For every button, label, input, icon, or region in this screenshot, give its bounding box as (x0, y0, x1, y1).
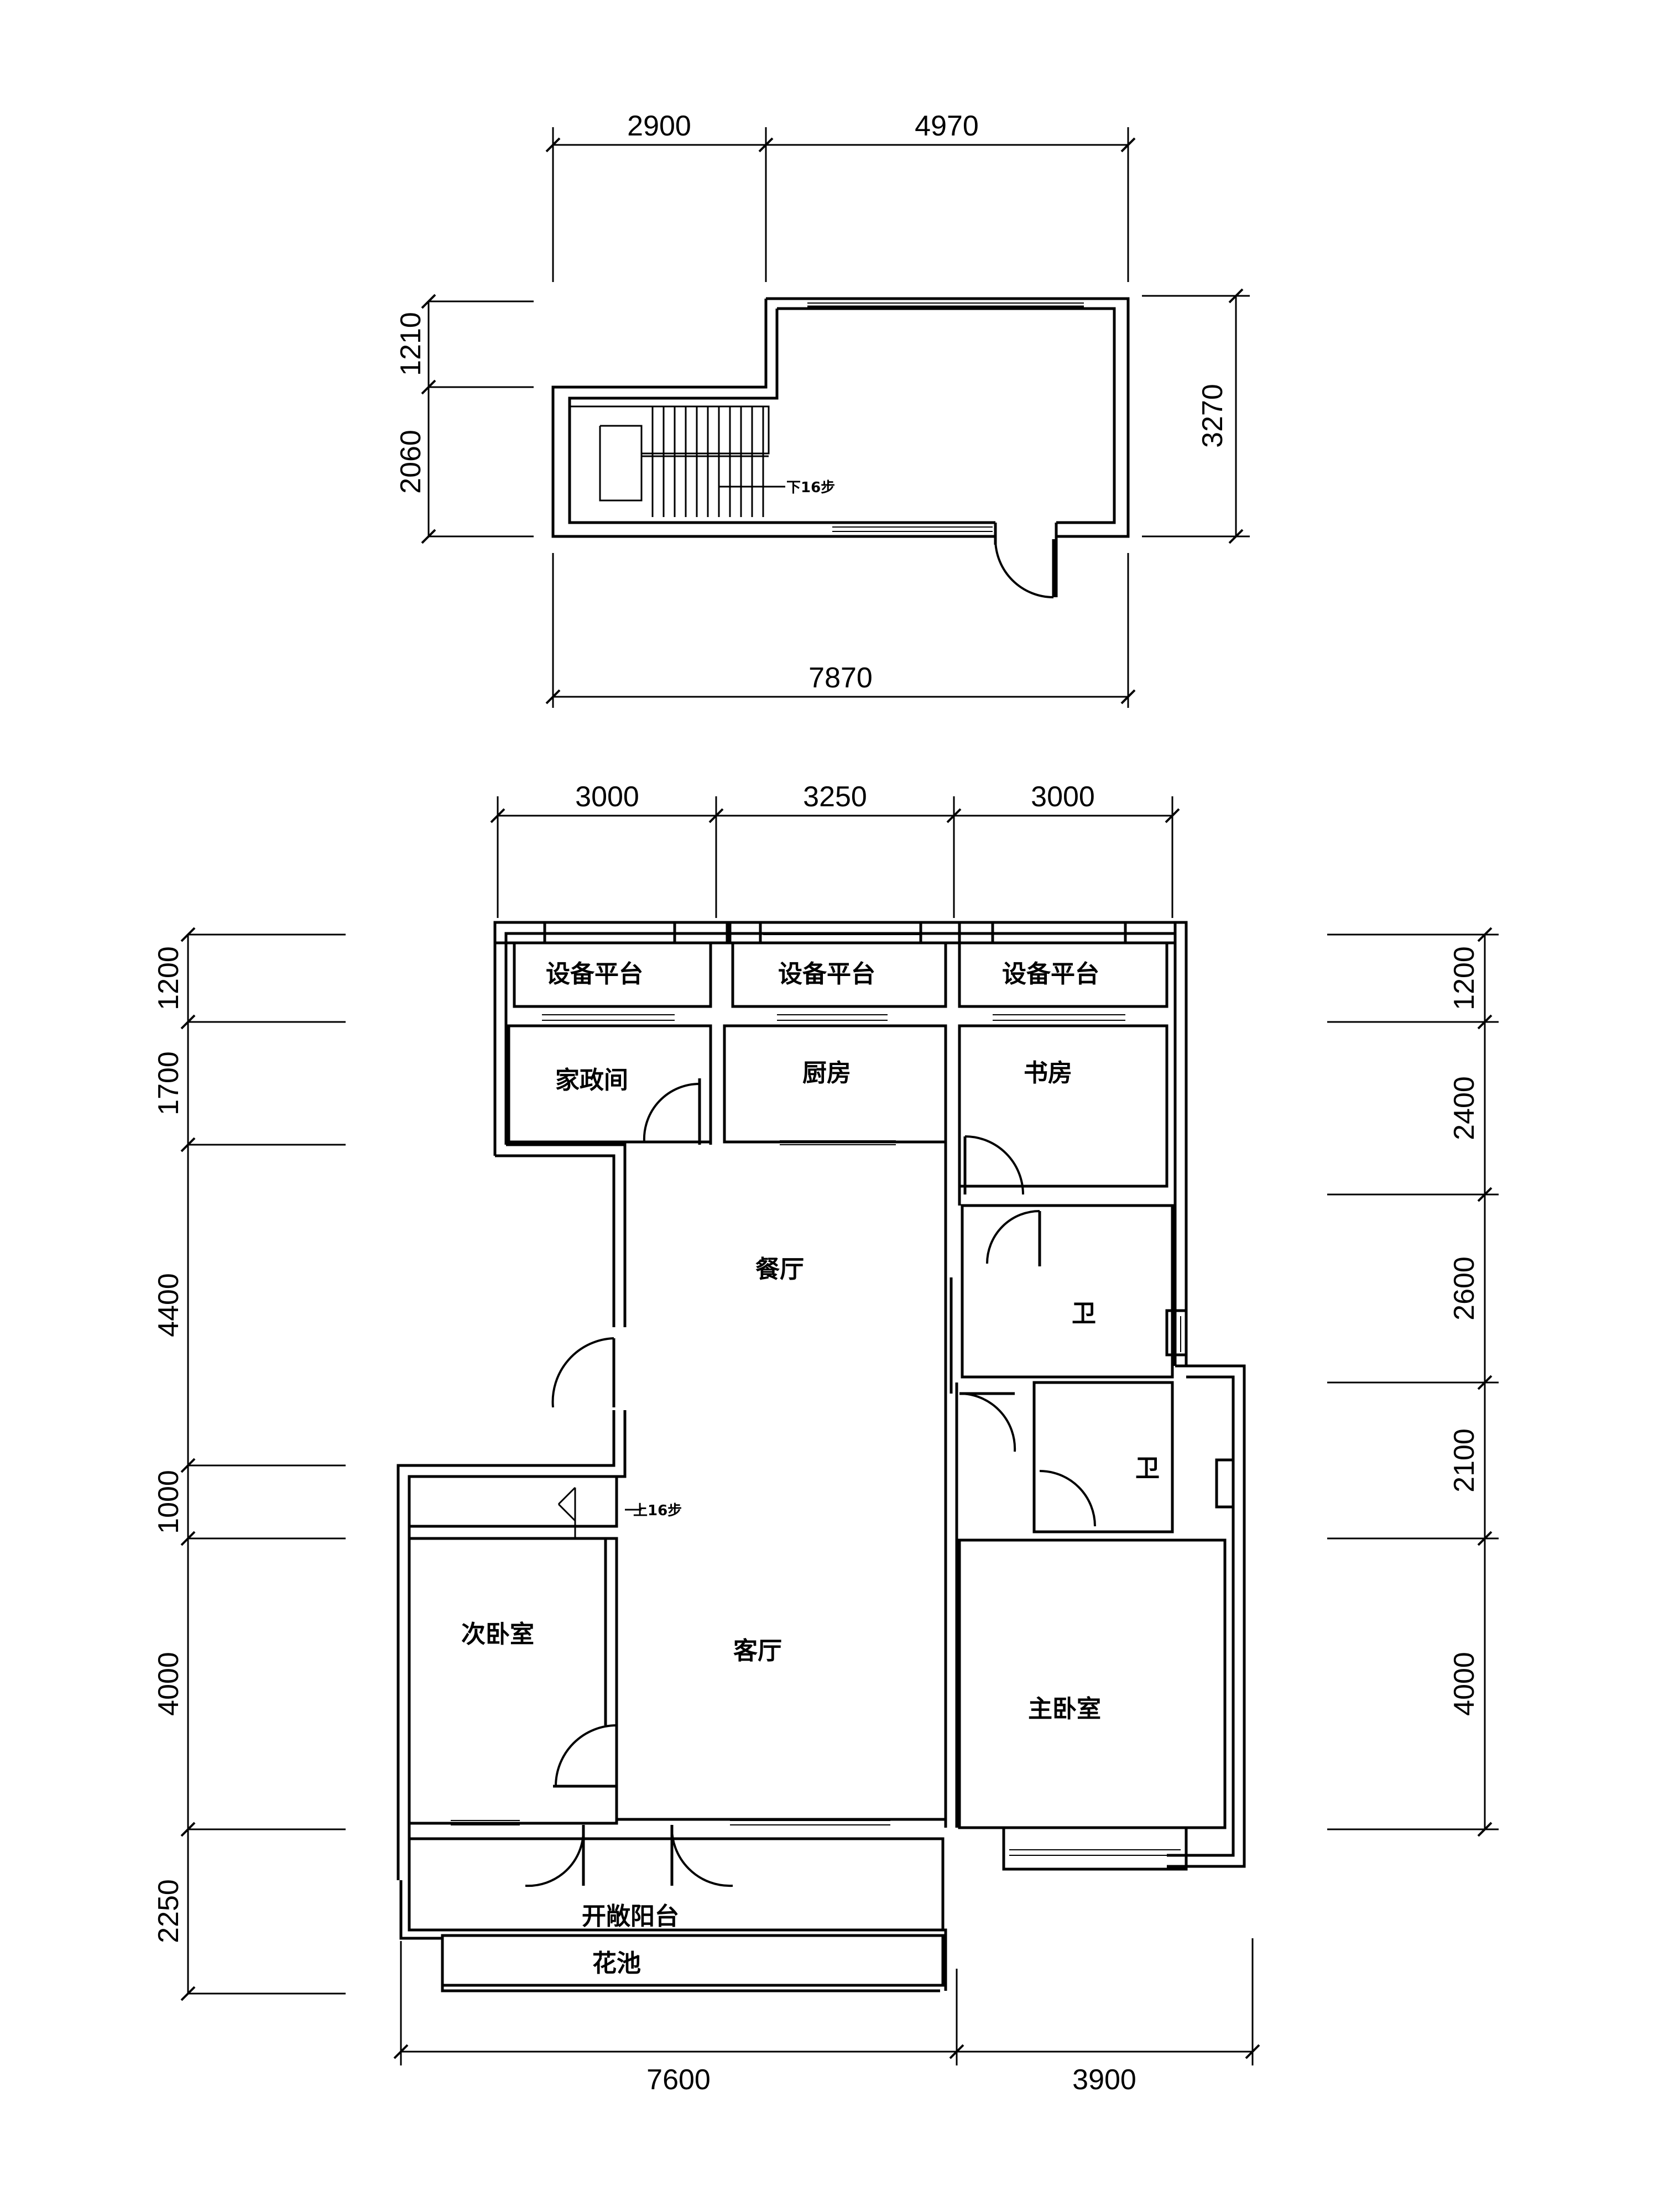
main-right-dimensions: 1200 2400 2600 2100 4000 (1327, 927, 1499, 1837)
main-dim-right-5: 4000 (1448, 1652, 1480, 1716)
main-dim-left-3: 4400 (153, 1273, 185, 1337)
room-label-balcony: 开敞阳台 (582, 1902, 679, 1931)
room-label-utility: 家政间 (555, 1066, 628, 1094)
upper-bottom-dimension: 7870 (545, 553, 1136, 708)
upper-dim-top-2: 4970 (915, 110, 979, 142)
upper-dim-top-1: 2900 (627, 110, 691, 142)
main-dim-right-2: 2400 (1448, 1076, 1480, 1140)
main-bottom-dimensions: 7600 3900 (393, 1938, 1260, 2096)
main-dim-left-6: 2250 (153, 1879, 185, 1943)
main-dim-right-3: 2600 (1448, 1256, 1480, 1321)
upper-floor-plan: 2900 4970 1210 2060 3270 (395, 110, 1250, 708)
main-dim-left-5: 4000 (153, 1652, 185, 1716)
upper-right-dimensions: 3270 (1142, 288, 1250, 544)
room-label-platform-2: 设备平台 (778, 960, 875, 988)
room-label-planter: 花池 (592, 1949, 641, 1978)
upper-walls (551, 297, 1130, 598)
main-stair-note: 上16步 (633, 1502, 682, 1519)
upper-stair-treads (651, 406, 764, 517)
main-dim-top-1: 3000 (575, 781, 639, 813)
room-label-master-bedroom: 主卧室 (1028, 1695, 1101, 1723)
main-top-dimensions: 3000 3250 3000 (490, 781, 1180, 918)
room-label-living: 客厅 (733, 1637, 782, 1665)
main-dim-bottom-2: 3900 (1072, 2064, 1136, 2096)
main-dim-left-2: 1700 (153, 1051, 185, 1115)
upper-dim-left-1: 1210 (395, 312, 427, 376)
main-room-labels: 设备平台 设备平台 设备平台 家政间 厨房 书房 餐厅 卫 卫 次卧室 客厅 主… (461, 960, 1160, 1978)
room-label-platform-1: 设备平台 (546, 960, 643, 988)
upper-top-dimensions: 2900 4970 (545, 110, 1136, 282)
main-left-dimensions: 1200 1700 4400 1000 4000 2250 (153, 927, 346, 2001)
upper-dim-right: 3270 (1197, 384, 1229, 448)
room-label-bath-2: 卫 (1135, 1454, 1160, 1483)
upper-dim-left-2: 2060 (395, 430, 427, 494)
main-dim-right-4: 2100 (1448, 1428, 1480, 1493)
upper-stair-note: 下16步 (786, 479, 835, 496)
upper-left-dimensions: 1210 2060 (395, 294, 534, 544)
main-dim-right-1: 1200 (1448, 946, 1480, 1010)
room-label-dining: 餐厅 (755, 1255, 804, 1284)
room-label-platform-3: 设备平台 (1002, 960, 1099, 988)
main-dim-top-3: 3000 (1031, 781, 1095, 813)
main-dim-left-4: 1000 (153, 1470, 185, 1534)
room-label-kitchen: 厨房 (802, 1059, 851, 1087)
upper-dim-bottom: 7870 (808, 662, 873, 694)
room-label-bath-1: 卫 (1072, 1300, 1096, 1328)
main-walls: 上16步 (397, 921, 1246, 1992)
main-dim-top-2: 3250 (803, 781, 867, 813)
upper-stair: 下16步 (570, 405, 835, 517)
room-label-study: 书房 (1024, 1059, 1072, 1087)
main-floor-plan: 3000 3250 3000 1200 1700 4400 1000 400 (153, 781, 1499, 2096)
main-dim-left-1: 1200 (153, 946, 185, 1010)
main-dim-bottom-1: 7600 (646, 2064, 711, 2096)
room-label-second-bedroom: 次卧室 (461, 1620, 534, 1648)
